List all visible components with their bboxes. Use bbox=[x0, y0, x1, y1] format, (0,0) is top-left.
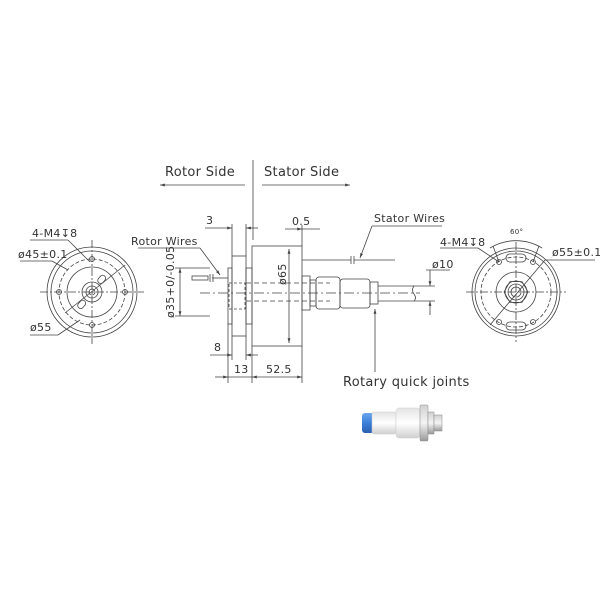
flange-thickness-dim: 3 bbox=[206, 214, 214, 227]
rotary-joint-photo bbox=[362, 404, 443, 442]
left-end-view bbox=[20, 239, 144, 344]
left-outer-diameter: ø55 bbox=[30, 321, 52, 334]
flange-offset-dim: 13 bbox=[234, 363, 249, 376]
rotor-side-label: Rotor Side bbox=[165, 165, 236, 180]
rotor-wires-label: Rotor Wires bbox=[131, 235, 198, 248]
shaft-diameter-dim: ø35+0/-0.05 bbox=[164, 245, 177, 318]
body-length-dim: 52.5 bbox=[266, 363, 292, 376]
right-end-view bbox=[440, 240, 595, 342]
right-angle-dim: 60° bbox=[510, 228, 524, 236]
body-diameter-dim: ø65 bbox=[276, 263, 289, 285]
rotary-joint-label: Rotary quick joints bbox=[343, 375, 470, 390]
left-thread-spec: 4-M4↧8 bbox=[32, 227, 78, 240]
right-thread-spec: 4-M4↧8 bbox=[440, 236, 486, 249]
stator-wires-label: Stator Wires bbox=[374, 212, 446, 225]
tube-diameter-dim: ø10 bbox=[432, 258, 454, 271]
left-pcd: ø45±0.1 bbox=[18, 248, 68, 261]
flange-width-dim: 8 bbox=[214, 341, 222, 354]
stator-side-label: Stator Side bbox=[264, 165, 340, 180]
side-view bbox=[138, 224, 450, 383]
right-pcd: ø55±0.1 bbox=[552, 246, 600, 259]
gap-dim: 0.5 bbox=[292, 215, 311, 228]
